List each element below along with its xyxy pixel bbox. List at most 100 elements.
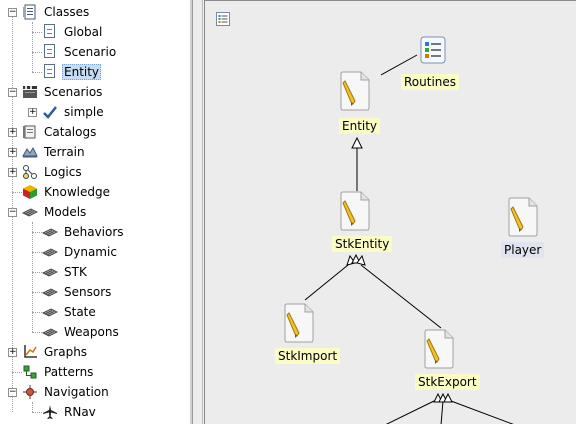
tree-connector-line <box>32 402 33 412</box>
checkmark-icon <box>42 104 58 120</box>
tree-item-label: Entity <box>62 64 102 80</box>
stkimport-node[interactable]: StkImport <box>275 303 341 367</box>
tree-item-logics[interactable]: Logics <box>22 162 84 182</box>
tree-item-label: Global <box>64 25 103 39</box>
tree-item-models[interactable]: Models <box>21 202 88 222</box>
tree-item-dynamic[interactable]: Dynamic <box>41 242 119 262</box>
tree-item-terrain[interactable]: Terrain <box>22 142 87 162</box>
tree-item-global[interactable]: Global <box>42 22 104 42</box>
expand-graphs-toggle[interactable]: + <box>8 347 17 357</box>
tree-item-label: Catalogs <box>44 125 97 139</box>
tree-item-patterns[interactable]: Patterns <box>22 362 95 382</box>
patterns-icon <box>22 364 38 380</box>
expand-logics-toggle[interactable]: + <box>8 167 17 177</box>
inheritance-arrowhead <box>356 254 366 266</box>
tree-connector-line <box>32 72 42 73</box>
tree-connector-line <box>32 22 33 72</box>
list-view-icon[interactable] <box>215 11 231 27</box>
collapse-scenarios-toggle[interactable]: − <box>8 87 17 97</box>
logic-nodes-icon <box>22 164 38 180</box>
model-chip-icon <box>41 304 59 320</box>
tree-item-sensors[interactable]: Sensors <box>41 282 113 302</box>
navigation-icon <box>22 384 38 400</box>
expand-simple-toggle[interactable]: + <box>28 107 37 117</box>
diagram-canvas[interactable]: Routines Entity StkEntity Player StkImpo… <box>204 0 576 424</box>
tree-item-label: STK <box>64 265 87 279</box>
tree-connector-line <box>32 332 42 333</box>
collapse-navigation-toggle[interactable]: − <box>8 387 17 397</box>
tree-item-behaviors[interactable]: Behaviors <box>41 222 126 242</box>
child-to-stkexport-inheritance <box>450 400 514 424</box>
class-tree-panel[interactable]: − Classes Global Scenario Entity − Scena… <box>0 0 192 424</box>
tree-item-state[interactable]: State <box>41 302 98 322</box>
tree-item-label: State <box>64 305 96 319</box>
expand-catalogs-toggle[interactable]: + <box>8 127 17 137</box>
model-chip-icon <box>41 284 59 300</box>
tree-item-label: Behaviors <box>64 225 124 239</box>
terrain-icon <box>22 144 38 160</box>
tree-item-label: Classes <box>44 5 90 19</box>
tree-connector-line <box>32 252 42 253</box>
tree-connector-line <box>32 222 33 332</box>
player-label: Player <box>501 242 545 258</box>
models-icon <box>21 204 39 220</box>
document-icon <box>42 64 58 80</box>
document-icon <box>42 24 58 40</box>
tree-connector-line <box>12 192 22 193</box>
tree-item-scenario[interactable]: Scenario <box>42 42 118 62</box>
expand-terrain-toggle[interactable]: + <box>8 147 17 157</box>
split-pane-divider[interactable] <box>192 0 204 424</box>
tree-item-catalogs[interactable]: Catalogs <box>22 122 98 142</box>
tree-item-label: Sensors <box>64 285 112 299</box>
child-to-stkexport-inheritance <box>385 400 435 424</box>
tree-item-simple[interactable]: simple <box>42 102 106 122</box>
tree-item-label: Knowledge <box>44 185 110 199</box>
stkimport-label: StkImport <box>275 348 341 364</box>
routines-node[interactable]: Routines <box>401 35 461 93</box>
stkexport-to-stkentity-inheritance <box>360 264 442 329</box>
tree-item-entity[interactable]: Entity <box>42 62 102 82</box>
class-page-icon <box>283 303 315 343</box>
class-page-icon <box>339 191 371 231</box>
airplane-icon <box>42 404 58 420</box>
tree-item-graphs[interactable]: Graphs <box>22 342 89 362</box>
stkexport-label: StkExport <box>415 374 480 390</box>
tree-item-label: Scenarios <box>44 85 103 99</box>
stkentity-node[interactable]: StkEntity <box>331 191 393 255</box>
tree-item-label: Graphs <box>44 345 88 359</box>
tree-item-knowledge[interactable]: Knowledge <box>22 182 112 202</box>
diagram-connectors <box>304 54 514 424</box>
tree-item-label: Terrain <box>44 145 85 159</box>
tree-item-weapons[interactable]: Weapons <box>41 322 121 342</box>
entity-label: Entity <box>339 118 381 134</box>
tree-connector-line <box>32 272 42 273</box>
collapse-models-toggle[interactable]: − <box>8 207 17 217</box>
collapse-classes-toggle[interactable]: − <box>8 7 17 17</box>
tree-connector-line <box>32 32 42 33</box>
tree-item-label: Models <box>44 205 87 219</box>
tree-item-label: simple <box>64 105 104 119</box>
tree-connector-line <box>12 372 22 373</box>
tree-item-label: Scenario <box>64 45 117 59</box>
entity-node[interactable]: Entity <box>335 71 381 135</box>
tree-item-navigation[interactable]: Navigation <box>22 382 111 402</box>
inheritance-arrowhead <box>351 136 363 149</box>
tree-item-label: Dynamic <box>64 245 117 259</box>
tree-item-label: RNav <box>64 405 96 419</box>
routines-list-icon <box>417 35 449 75</box>
tree-item-scenarios[interactable]: Scenarios <box>22 82 104 102</box>
player-node[interactable]: Player <box>501 197 545 261</box>
tree-item-label: Weapons <box>64 325 119 339</box>
tree-item-label: Navigation <box>44 385 109 399</box>
child-to-stkexport-inheritance <box>440 400 444 424</box>
model-chip-icon <box>41 264 59 280</box>
tree-item-stk[interactable]: STK <box>41 262 89 282</box>
stkentity-label: StkEntity <box>332 236 393 252</box>
tree-item-rnav[interactable]: RNav <box>42 402 98 422</box>
stkexport-node[interactable]: StkExport <box>415 329 480 393</box>
routines-link <box>380 54 418 76</box>
graph-axes-icon <box>22 344 38 360</box>
routines-label: Routines <box>401 74 460 90</box>
tree-item-classes[interactable]: Classes <box>22 2 91 22</box>
catalog-icon <box>22 124 38 140</box>
